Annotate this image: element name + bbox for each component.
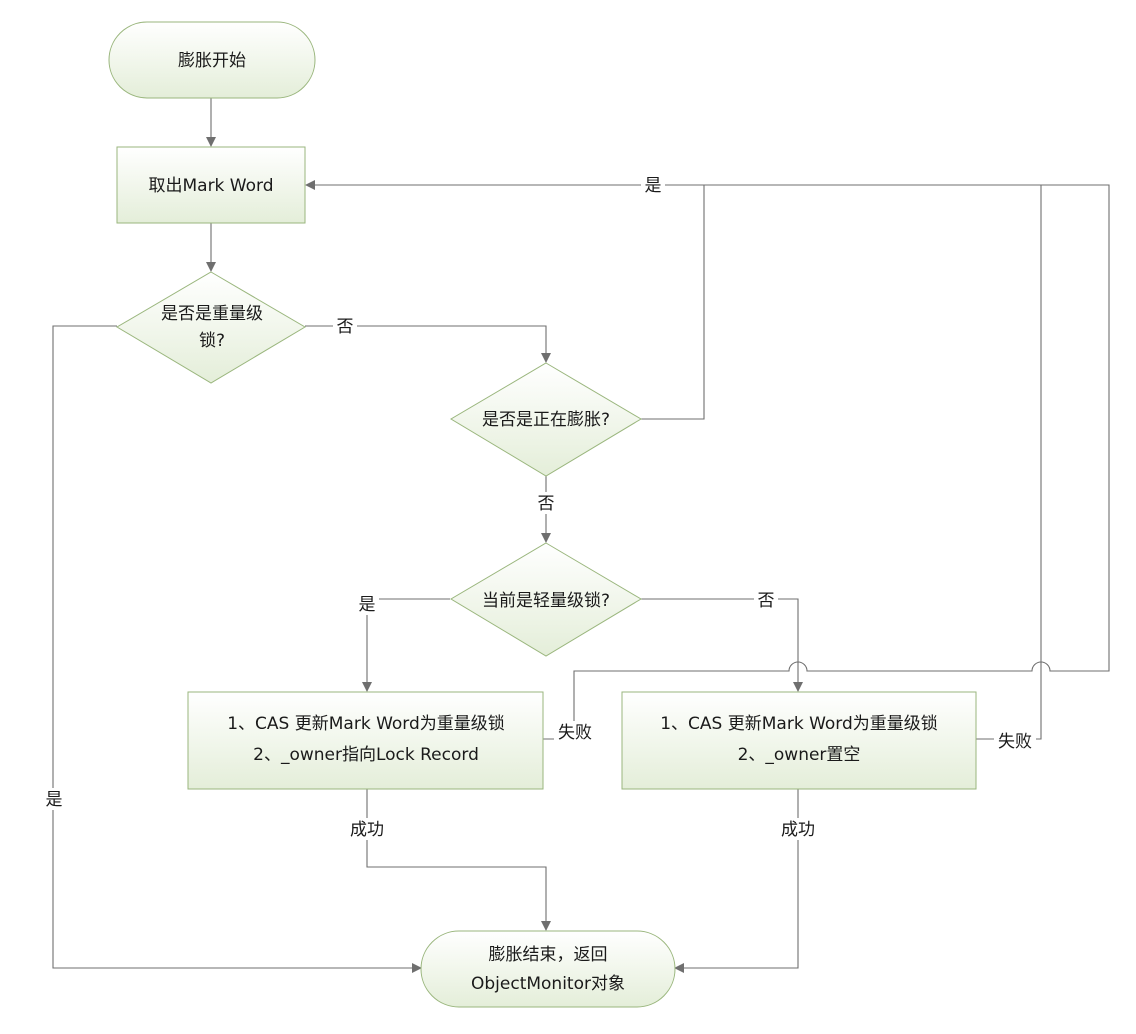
edge-cas-left-success-to-end <box>366 789 551 931</box>
label-cas-left-fail: 失败 <box>558 723 592 743</box>
node-end-line1: 膨胀结束，返回 <box>489 945 608 965</box>
decision-shape <box>116 271 306 384</box>
decision-shape <box>450 362 642 477</box>
label-cas-right-fail: 失败 <box>998 732 1032 752</box>
terminator-shape <box>108 21 316 99</box>
node-cas-right-line2: 2、_owner置空 <box>738 745 861 765</box>
terminator-shape <box>420 930 676 1008</box>
node-start-label: 膨胀开始 <box>178 51 246 71</box>
label-heavy-yes: 是 <box>46 790 63 810</box>
edge-cas-right-success-to-end <box>674 789 799 973</box>
label-heavy-no: 否 <box>337 317 354 337</box>
process-shape <box>116 146 306 224</box>
label-cas-right-success: 成功 <box>781 820 815 840</box>
node-is-inflating-label: 是否是正在膨胀? <box>482 410 610 430</box>
node-is-heavyweight-line2: 锁? <box>199 331 225 351</box>
node-end: 膨胀结束，返回 ObjectMonitor对象 <box>420 930 676 1008</box>
node-get-mark-word-label: 取出Mark Word <box>148 176 273 196</box>
node-is-lightweight-label: 当前是轻量级锁? <box>482 591 610 611</box>
edge-light-no-to-cas-right <box>641 598 803 692</box>
edge-inflating-yes-to-get-mark-word <box>305 180 705 420</box>
node-end-line2: ObjectMonitor对象 <box>471 974 625 994</box>
edge-cas-right-fail-loop <box>976 185 1042 740</box>
process-shape <box>187 691 544 790</box>
edge-light-yes-to-cas-left <box>362 598 450 692</box>
decision-shape <box>450 542 642 657</box>
node-is-inflating: 是否是正在膨胀? <box>450 362 642 477</box>
label-cas-left-success: 成功 <box>350 820 384 840</box>
process-shape <box>621 691 977 790</box>
edge-cas-left-fail-loop <box>543 184 1110 740</box>
node-start: 膨胀开始 <box>108 21 316 99</box>
node-is-lightweight: 当前是轻量级锁? <box>450 542 642 657</box>
label-inflating-yes: 是 <box>645 176 662 196</box>
edge-labels: 是 否 否 是 否 失败 失败 是 成功 成功 <box>42 174 1036 840</box>
node-cas-right: 1、CAS 更新Mark Word为重量级锁 2、_owner置空 <box>621 691 977 790</box>
node-cas-right-line1: 1、CAS 更新Mark Word为重量级锁 <box>660 714 938 734</box>
edges <box>52 98 1110 973</box>
edge-heavy-no-to-inflating <box>305 325 551 363</box>
node-cas-left-line1: 1、CAS 更新Mark Word为重量级锁 <box>227 714 505 734</box>
node-is-heavyweight: 是否是重量级 锁? <box>116 271 306 384</box>
node-get-mark-word: 取出Mark Word <box>116 146 306 224</box>
node-cas-left: 1、CAS 更新Mark Word为重量级锁 2、_owner指向Lock Re… <box>187 691 544 790</box>
label-light-yes: 是 <box>359 595 376 615</box>
edge-heavy-yes-to-end <box>52 325 422 973</box>
node-is-heavyweight-line1: 是否是重量级 <box>161 304 263 324</box>
label-inflating-no: 否 <box>538 494 555 514</box>
node-cas-left-line2: 2、_owner指向Lock Record <box>253 745 479 765</box>
label-light-no: 否 <box>758 591 775 611</box>
